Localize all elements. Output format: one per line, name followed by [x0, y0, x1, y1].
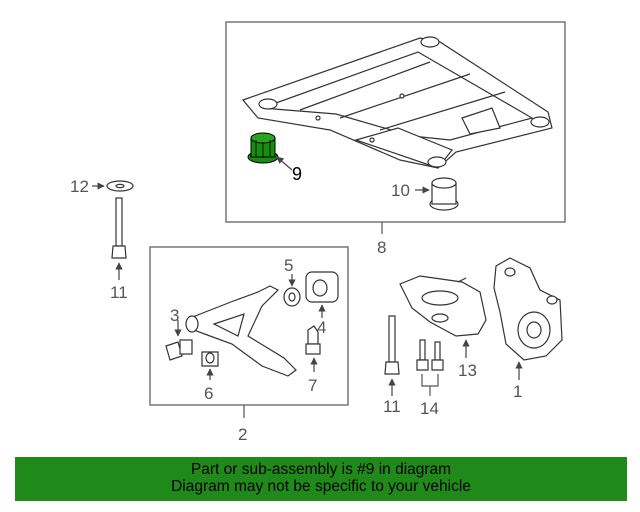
bushing-part-9[interactable] — [247, 132, 279, 164]
banner-line-2: Diagram may not be specific to your vehi… — [171, 478, 471, 495]
bolt-part-14[interactable] — [416, 339, 444, 371]
callout-14[interactable]: 14 — [420, 399, 439, 418]
bolt-part-11-left[interactable] — [111, 197, 127, 259]
ball-joint-part-3[interactable] — [165, 339, 193, 361]
callout-13[interactable]: 13 — [458, 361, 477, 380]
callout-6[interactable]: 6 — [204, 384, 213, 403]
callout-12[interactable]: 12 — [70, 177, 89, 196]
callout-bracket-14 — [421, 374, 439, 396]
control-arm-box — [149, 246, 349, 406]
subframe-box — [225, 21, 566, 223]
banner-line-1: Part or sub-assembly is #9 in diagram — [190, 461, 452, 478]
washer-part-12[interactable] — [106, 180, 134, 192]
callout-arrow-9 — [276, 156, 293, 171]
stud-part-7[interactable] — [305, 325, 321, 355]
control-arm-part[interactable] — [185, 285, 297, 377]
knuckle-part-1[interactable] — [493, 257, 563, 361]
callout-8[interactable]: 8 — [377, 238, 386, 257]
callout-5[interactable]: 5 — [284, 256, 293, 275]
bushing-part-10[interactable] — [429, 177, 459, 211]
callout-1[interactable]: 1 — [513, 382, 522, 401]
bushing-part-4[interactable] — [305, 271, 339, 303]
bushing-part-5[interactable] — [283, 287, 301, 307]
bushing-part-6[interactable] — [201, 351, 219, 367]
callout-4[interactable]: 4 — [317, 318, 326, 337]
subframe-part[interactable] — [241, 36, 553, 169]
callout-11-left[interactable]: 11 — [110, 283, 128, 302]
callout-3[interactable]: 3 — [170, 306, 179, 325]
bolt-part-11-center[interactable] — [384, 315, 400, 375]
callout-11-center[interactable]: 11 — [383, 397, 401, 416]
bracket-part-13[interactable] — [399, 275, 487, 337]
callout-10[interactable]: 10 — [391, 181, 410, 200]
callout-9[interactable]: 9 — [292, 164, 302, 184]
callout-7[interactable]: 7 — [308, 376, 317, 395]
callout-2[interactable]: 2 — [238, 425, 247, 444]
info-banner: Part or sub-assembly is #9 in diagram Di… — [15, 457, 627, 501]
